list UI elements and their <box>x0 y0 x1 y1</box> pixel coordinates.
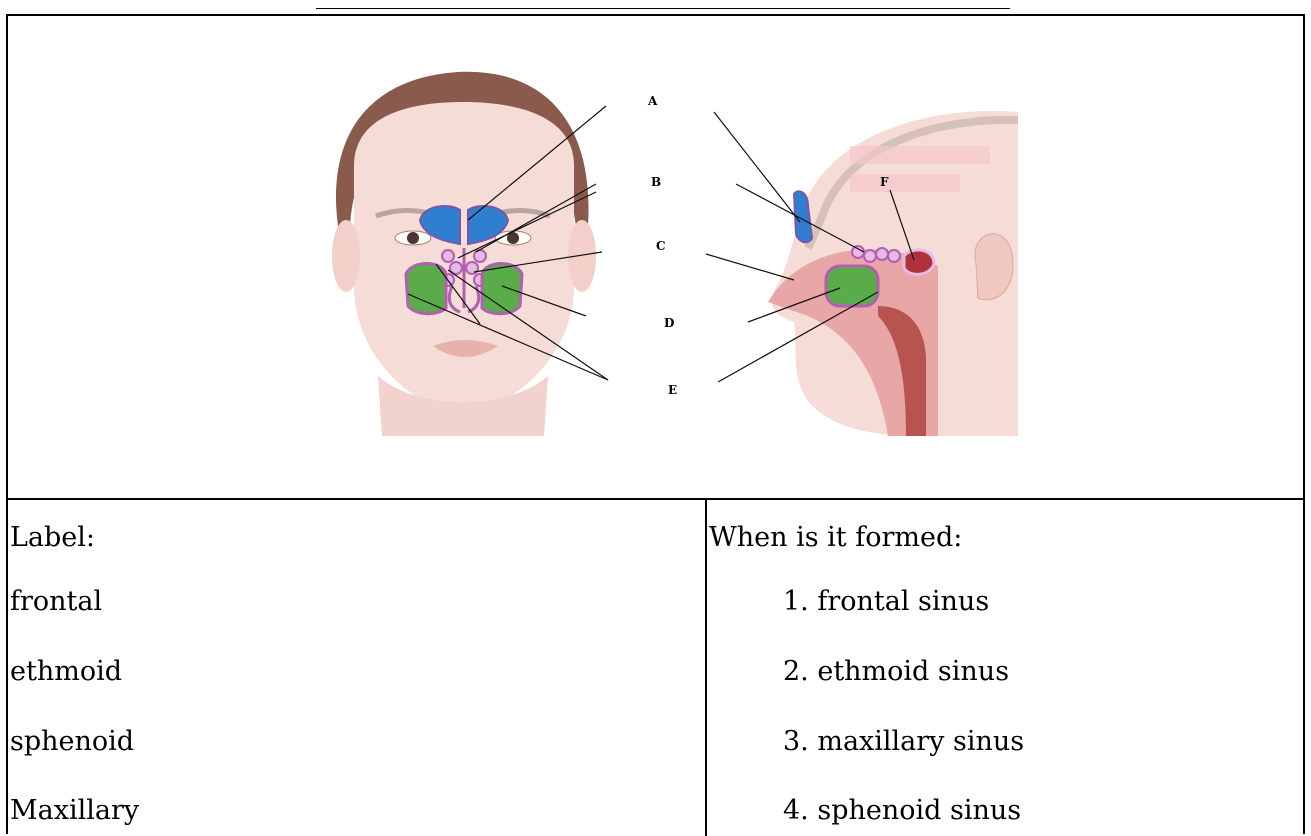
right-ear-shape <box>568 220 596 292</box>
label-e: E <box>668 383 677 397</box>
front-face-illustration <box>332 72 596 436</box>
profile-maxillary-sinus-shape <box>826 266 878 306</box>
formation-item-ethmoid: 2. ethmoid sinus <box>783 658 1009 685</box>
label-b: B <box>651 175 661 189</box>
maxillary-sinus-right-shape <box>482 264 522 314</box>
label-term-maxillary: Maxillary <box>10 797 139 824</box>
profile-highlight-shape <box>850 146 990 164</box>
formation-item-frontal: 1. frontal sinus <box>783 588 989 615</box>
sinus-diagram: A B C D E F <box>8 16 1303 498</box>
label-term-frontal: frontal <box>10 588 102 615</box>
left-pupil-shape <box>407 232 419 244</box>
side-profile-illustration <box>768 111 1018 436</box>
label-f: F <box>880 175 889 189</box>
column-divider <box>705 500 707 836</box>
row-divider <box>8 498 1303 500</box>
label-a: A <box>647 94 658 108</box>
label-column-heading: Label: <box>10 524 95 551</box>
label-d: D <box>664 316 674 330</box>
left-ear-shape <box>332 220 360 292</box>
top-rule <box>316 8 1010 9</box>
maxillary-sinus-left-shape <box>406 264 446 314</box>
formation-item-maxillary: 3. maxillary sinus <box>783 728 1024 755</box>
formation-item-sphenoid: 4. sphenoid sinus <box>783 797 1021 824</box>
label-term-sphenoid: sphenoid <box>10 728 134 755</box>
profile-sphenoid-sinus-shape <box>904 250 934 275</box>
label-c: C <box>656 239 666 253</box>
worksheet-table: A B C D E F Label: frontal ethmoid sphen… <box>6 14 1305 834</box>
profile-highlight-shape-2 <box>850 174 960 192</box>
label-term-ethmoid: ethmoid <box>10 658 122 685</box>
formation-column-heading: When is it formed: <box>709 524 962 551</box>
sinus-figure-cell: A B C D E F <box>8 16 1303 498</box>
